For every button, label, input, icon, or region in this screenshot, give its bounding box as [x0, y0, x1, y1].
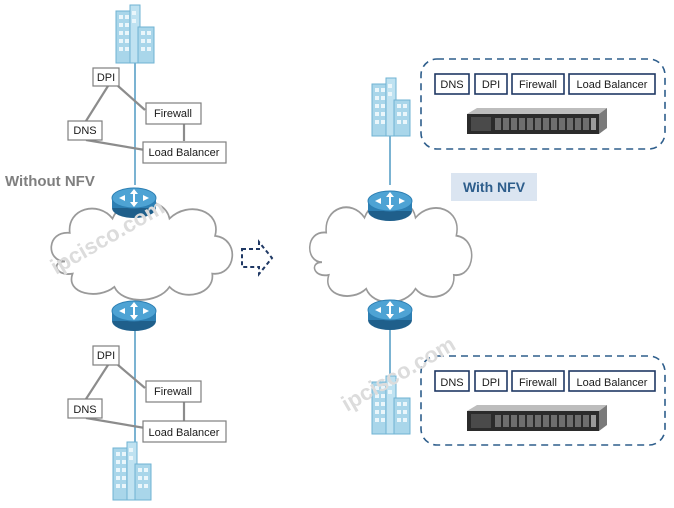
right-top-dns-box: DNS: [434, 73, 470, 95]
right-bottom-loadbalancer-label: Load Balancer: [577, 377, 648, 389]
with-nfv-title-box: With NFV: [451, 173, 537, 201]
right-bottom-server-icon: [467, 405, 607, 431]
without-nfv-title: Without NFV: [5, 173, 95, 190]
right-top-server-icon: [467, 108, 607, 134]
right-top-loadbalancer-box: Load Balancer: [568, 73, 656, 95]
left-top-dns-box: DNS: [67, 120, 103, 141]
right-bottom-dns-box: DNS: [434, 370, 470, 392]
right-top-router-icon: [367, 190, 413, 222]
left-bottom-firewall-box: Firewall: [145, 380, 202, 403]
left-top-firewall-label: Firewall: [154, 108, 192, 120]
left-top-chain-links: [85, 85, 186, 152]
right-top-dns-label: DNS: [440, 79, 463, 91]
left-top-loadbalancer-label: Load Balancer: [149, 147, 220, 159]
left-bottom-dpi-box: DPI: [92, 345, 120, 366]
left-bottom-dns-label: DNS: [73, 404, 96, 416]
right-bottom-nfv-group: [420, 355, 666, 446]
left-bottom-router-icon: [111, 300, 157, 332]
left-bottom-loadbalancer-label: Load Balancer: [149, 427, 220, 439]
right-bottom-loadbalancer-box: Load Balancer: [568, 370, 656, 392]
arrow-icon: [241, 239, 274, 277]
left-bottom-dns-box: DNS: [67, 398, 103, 419]
with-nfv-title: With NFV: [463, 179, 526, 195]
right-bottom-router-icon: [367, 299, 413, 331]
left-top-dpi-box: DPI: [92, 67, 120, 87]
left-top-loadbalancer-box: Load Balancer: [142, 141, 227, 164]
right-bottom-dns-label: DNS: [440, 377, 463, 389]
right-top-dpi-box: DPI: [474, 73, 508, 95]
right-bottom-firewall-box: Firewall: [511, 370, 565, 392]
right-top-loadbalancer-label: Load Balancer: [577, 79, 648, 91]
left-top-building-icon: [115, 4, 155, 64]
right-top-dpi-label: DPI: [482, 79, 500, 91]
left-bottom-firewall-label: Firewall: [154, 386, 192, 398]
left-bottom-dpi-label: DPI: [97, 350, 115, 362]
right-top-nfv-group: [420, 58, 666, 150]
right-bottom-dpi-box: DPI: [474, 370, 508, 392]
left-top-firewall-box: Firewall: [145, 102, 202, 125]
right-bottom-dpi-label: DPI: [482, 377, 500, 389]
right-top-building-icon: [371, 77, 411, 137]
left-bottom-loadbalancer-box: Load Balancer: [142, 420, 227, 443]
left-bottom-chain-links: [85, 364, 186, 430]
right-top-firewall-box: Firewall: [511, 73, 565, 95]
left-top-dns-label: DNS: [73, 125, 96, 137]
left-top-dpi-label: DPI: [97, 72, 115, 84]
right-top-firewall-label: Firewall: [519, 79, 557, 91]
right-bottom-firewall-label: Firewall: [519, 377, 557, 389]
left-bottom-building-icon: [112, 441, 152, 501]
